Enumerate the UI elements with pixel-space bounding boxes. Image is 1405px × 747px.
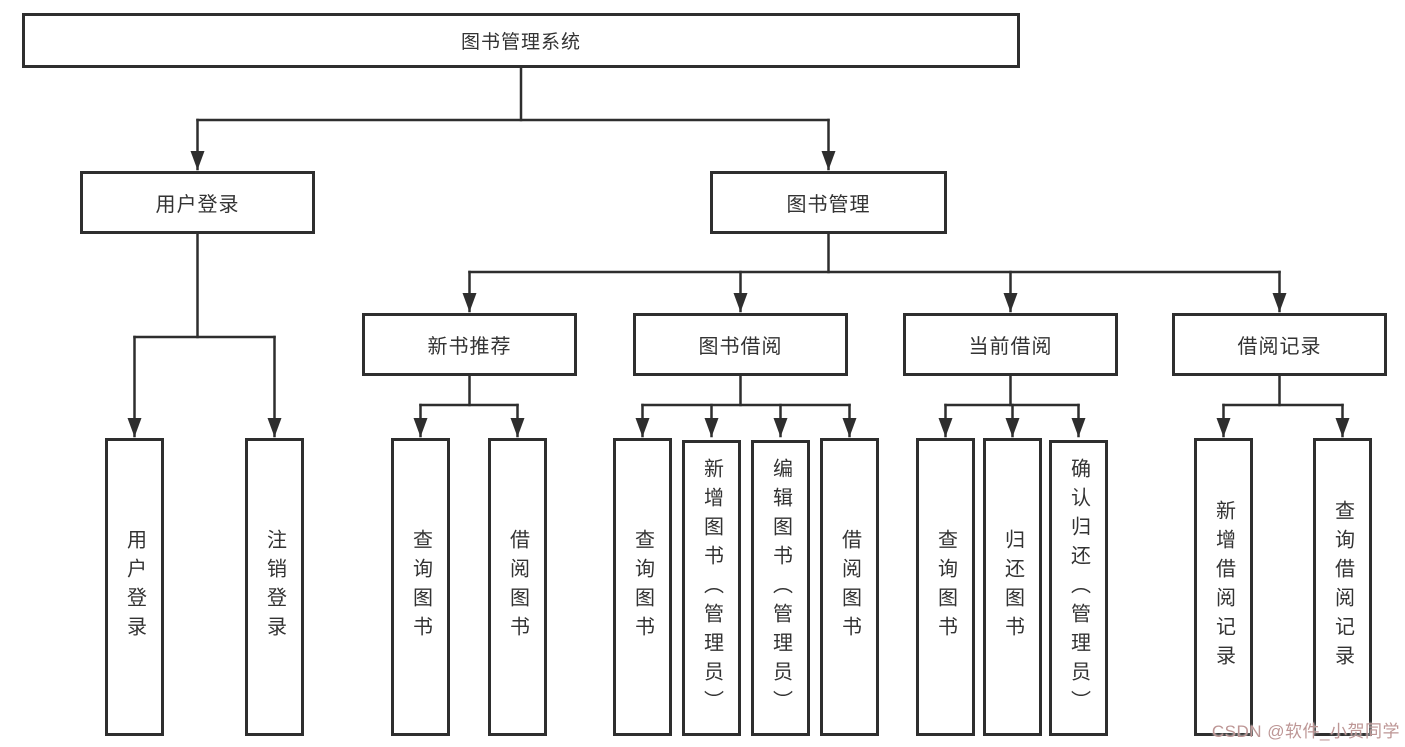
connector-new-book-children [413, 374, 525, 438]
leaf-borrow-query-label: 查询图书 [631, 529, 654, 645]
node-book-mgmt-label: 图书管理 [786, 194, 871, 216]
node-book-borrow-label: 图书借阅 [698, 336, 783, 358]
leaf-newbook-borrow: 借阅图书 [488, 438, 547, 736]
node-borrow-record: 借阅记录 [1172, 313, 1387, 376]
node-user-login-label: 用户登录 [155, 194, 240, 216]
node-root-label: 图书管理系统 [460, 32, 581, 53]
csdn-watermark: CSDN @软件_小贺同学 [1211, 722, 1400, 741]
leaf-logout-label: 注销登录 [263, 529, 286, 645]
leaf-borrow-borrow: 借阅图书 [820, 438, 879, 736]
node-borrow-record-label: 借阅记录 [1237, 336, 1322, 358]
leaf-current-query: 查询图书 [916, 438, 975, 736]
leaf-borrow-query: 查询图书 [613, 438, 672, 736]
connector-book-borrow-children [635, 374, 857, 438]
connector-user-login-children [127, 232, 282, 438]
leaf-current-return-label: 归还图书 [1001, 529, 1024, 645]
node-current-borrow: 当前借阅 [903, 313, 1118, 376]
leaf-user-login: 用户登录 [105, 438, 164, 736]
leaf-borrow-add-label: 新增图书（管理员） [700, 457, 723, 719]
node-new-book-label: 新书推荐 [427, 336, 512, 358]
node-current-borrow-label: 当前借阅 [968, 336, 1053, 358]
leaf-record-query-label: 查询借阅记录 [1331, 500, 1354, 674]
leaf-logout: 注销登录 [245, 438, 304, 736]
connector-root-to-level2 [190, 66, 836, 171]
connector-book-mgmt-children [462, 232, 1287, 313]
connector-borrow-record-children [1216, 374, 1350, 438]
leaf-borrow-edit: 编辑图书（管理员） [751, 440, 810, 736]
node-user-login: 用户登录 [80, 171, 315, 234]
leaf-borrow-borrow-label: 借阅图书 [838, 529, 861, 645]
node-root: 图书管理系统 [22, 13, 1020, 68]
leaf-current-confirm-return-label: 确认归还（管理员） [1067, 457, 1090, 719]
node-book-borrow: 图书借阅 [633, 313, 848, 376]
leaf-current-query-label: 查询图书 [934, 529, 957, 645]
leaf-newbook-query: 查询图书 [391, 438, 450, 736]
leaf-borrow-edit-label: 编辑图书（管理员） [769, 457, 792, 719]
leaf-user-login-label: 用户登录 [123, 529, 146, 645]
leaf-current-return: 归还图书 [983, 438, 1042, 736]
leaf-newbook-query-label: 查询图书 [409, 529, 432, 645]
leaf-newbook-borrow-label: 借阅图书 [506, 529, 529, 645]
leaf-record-add: 新增借阅记录 [1194, 438, 1253, 736]
connector-current-borrow-children [938, 374, 1086, 438]
leaf-record-add-label: 新增借阅记录 [1212, 500, 1235, 674]
leaf-record-query: 查询借阅记录 [1313, 438, 1372, 736]
node-book-mgmt: 图书管理 [710, 171, 947, 234]
leaf-borrow-add: 新增图书（管理员） [682, 440, 741, 736]
leaf-current-confirm-return: 确认归还（管理员） [1049, 440, 1108, 736]
node-new-book: 新书推荐 [362, 313, 577, 376]
